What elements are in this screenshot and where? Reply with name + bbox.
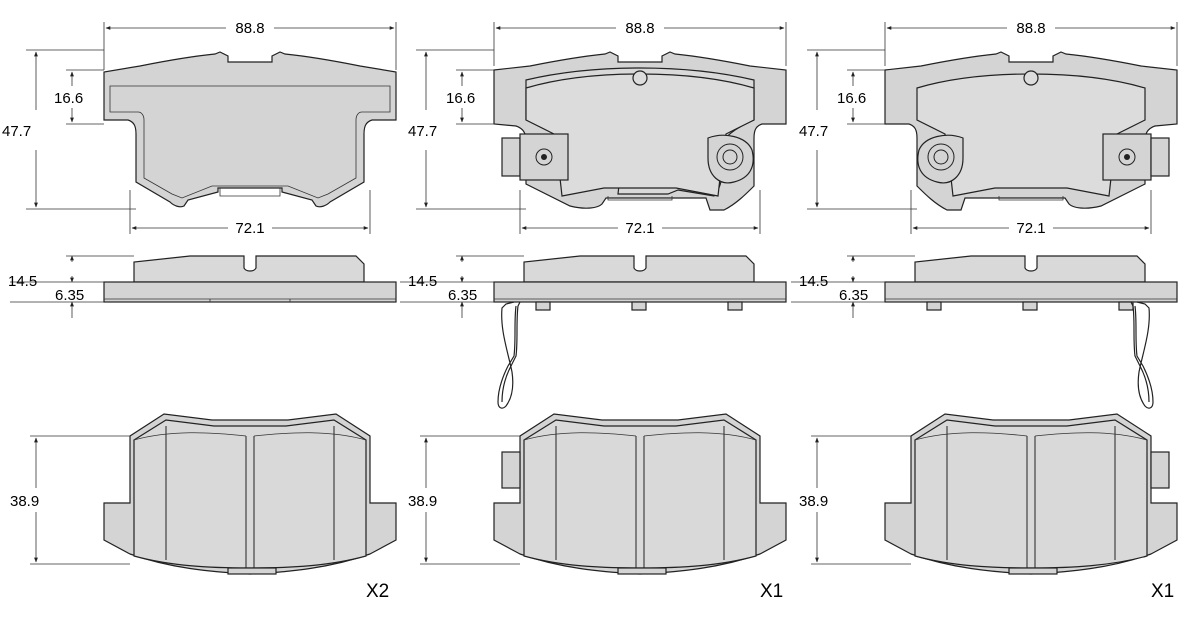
dim-width-bottom: 72.1	[625, 220, 654, 237]
dim-width-bottom: 72.1	[235, 220, 264, 237]
dim-height-total: 47.7	[408, 123, 437, 140]
dim-width-bottom: 72.1	[1016, 220, 1045, 237]
side-view	[884, 255, 1178, 409]
panel-middle: 88.8 47.7 16.6 72.1	[400, 20, 787, 602]
backing-plate-top-view	[103, 51, 397, 208]
dim-height-ear: 16.6	[54, 90, 83, 107]
dim-height-total: 47.7	[2, 123, 31, 140]
dim-thickness-backplate: 6.35	[55, 287, 84, 304]
dim-thickness-backplate: 6.35	[839, 287, 868, 304]
dim-thickness-total: 14.5	[8, 273, 37, 290]
quantity-label: X2	[366, 581, 389, 602]
dim-thickness-total: 14.5	[408, 273, 437, 290]
dim-thickness-backplate: 6.35	[448, 287, 477, 304]
quantity-label: X1	[1151, 581, 1174, 602]
panel-left: 88.8 47.7 16.6 72.1 14.5 6.35	[2, 20, 397, 602]
friction-face-view	[493, 413, 787, 575]
dim-height-total: 47.7	[799, 123, 828, 140]
dim-friction-height: 38.9	[10, 493, 39, 510]
backing-plate-top-view	[493, 51, 787, 211]
side-view	[103, 255, 397, 303]
dim-height-ear: 16.6	[446, 90, 475, 107]
dim-friction-height: 38.9	[408, 493, 437, 510]
backing-plate-top-view	[884, 51, 1178, 211]
panel-right: 88.8 47.7 16.6 72.1	[791, 20, 1178, 602]
friction-face-view	[103, 413, 397, 575]
dim-width-top: 88.8	[1016, 20, 1045, 37]
dim-width-top: 88.8	[235, 20, 264, 37]
friction-face-view	[884, 413, 1178, 575]
dim-friction-height: 38.9	[799, 493, 828, 510]
dim-height-ear: 16.6	[837, 90, 866, 107]
quantity-label: X1	[760, 581, 783, 602]
side-view	[493, 255, 787, 409]
dim-thickness-total: 14.5	[799, 273, 828, 290]
dim-width-top: 88.8	[625, 20, 654, 37]
